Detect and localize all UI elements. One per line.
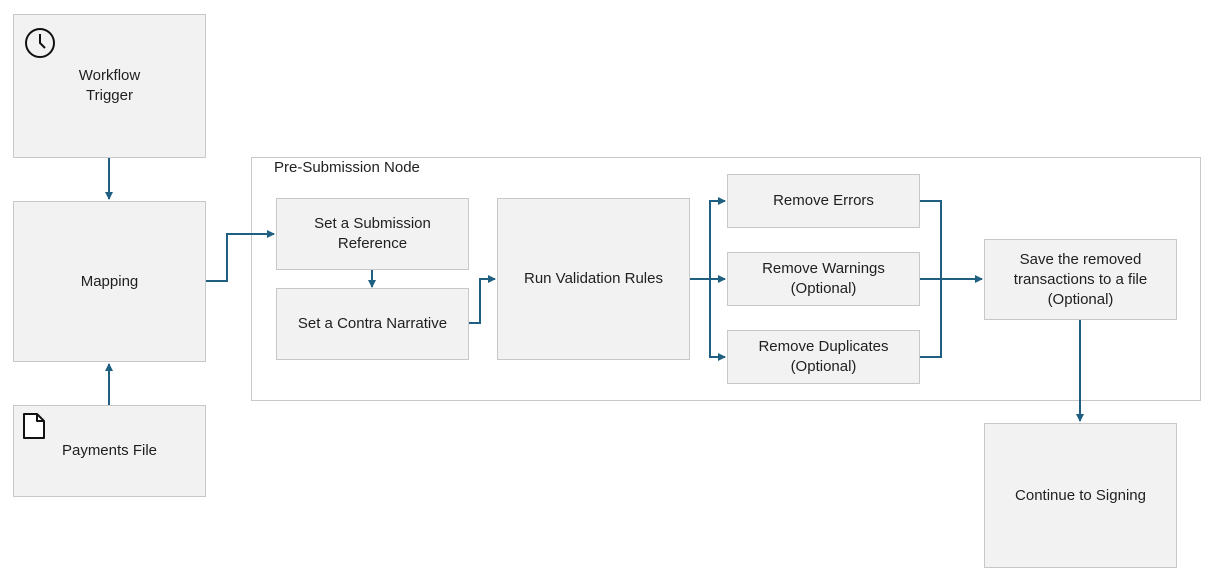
contra-to-validation-arrow xyxy=(469,275,496,324)
payments-file-label: Payments File xyxy=(61,442,158,459)
mapping-box: Mapping xyxy=(13,201,206,362)
remove-errors-box: Remove Errors xyxy=(727,174,920,228)
remove-duplicates-box: Remove Duplicates (Optional) xyxy=(727,330,920,384)
workflow-trigger-label: Workflow Trigger xyxy=(78,67,141,104)
remove-errors-label: Remove Errors xyxy=(773,192,874,209)
group-title: Pre-Submission Node xyxy=(274,159,420,176)
set-submission-reference-label: Set a Submission Reference xyxy=(314,215,431,252)
set-contra-narrative-label: Set a Contra Narrative xyxy=(297,315,448,332)
mapping-to-reference-arrow xyxy=(206,230,275,282)
remove-duplicates-label: Remove Duplicates (Optional) xyxy=(758,338,889,375)
continue-to-signing-box: Continue to Signing xyxy=(984,423,1177,568)
run-validation-rules-box: Run Validation Rules xyxy=(497,198,690,360)
save-removed-transactions-label: Save the removed transactions to a file … xyxy=(1013,250,1148,308)
save-removed-transactions-box: Save the removed transactions to a file … xyxy=(984,239,1177,320)
remove-warnings-box: Remove Warnings (Optional) xyxy=(727,252,920,306)
mapping-label: Mapping xyxy=(80,272,139,290)
continue-to-signing-label: Continue to Signing xyxy=(1015,486,1146,504)
validation-to-errors-arrow xyxy=(690,197,726,280)
document-icon xyxy=(23,413,45,439)
run-validation-rules-label: Run Validation Rules xyxy=(524,270,663,287)
validation-to-duplicates-arrow xyxy=(709,279,726,361)
clock-icon xyxy=(25,28,55,58)
workflow-trigger-box: Workflow Trigger xyxy=(13,14,206,158)
set-contra-narrative-box: Set a Contra Narrative xyxy=(276,288,469,360)
payments-file-box: Payments File xyxy=(13,405,206,497)
set-submission-reference-box: Set a Submission Reference xyxy=(276,198,469,270)
remove-warnings-label: Remove Warnings (Optional) xyxy=(762,260,885,297)
